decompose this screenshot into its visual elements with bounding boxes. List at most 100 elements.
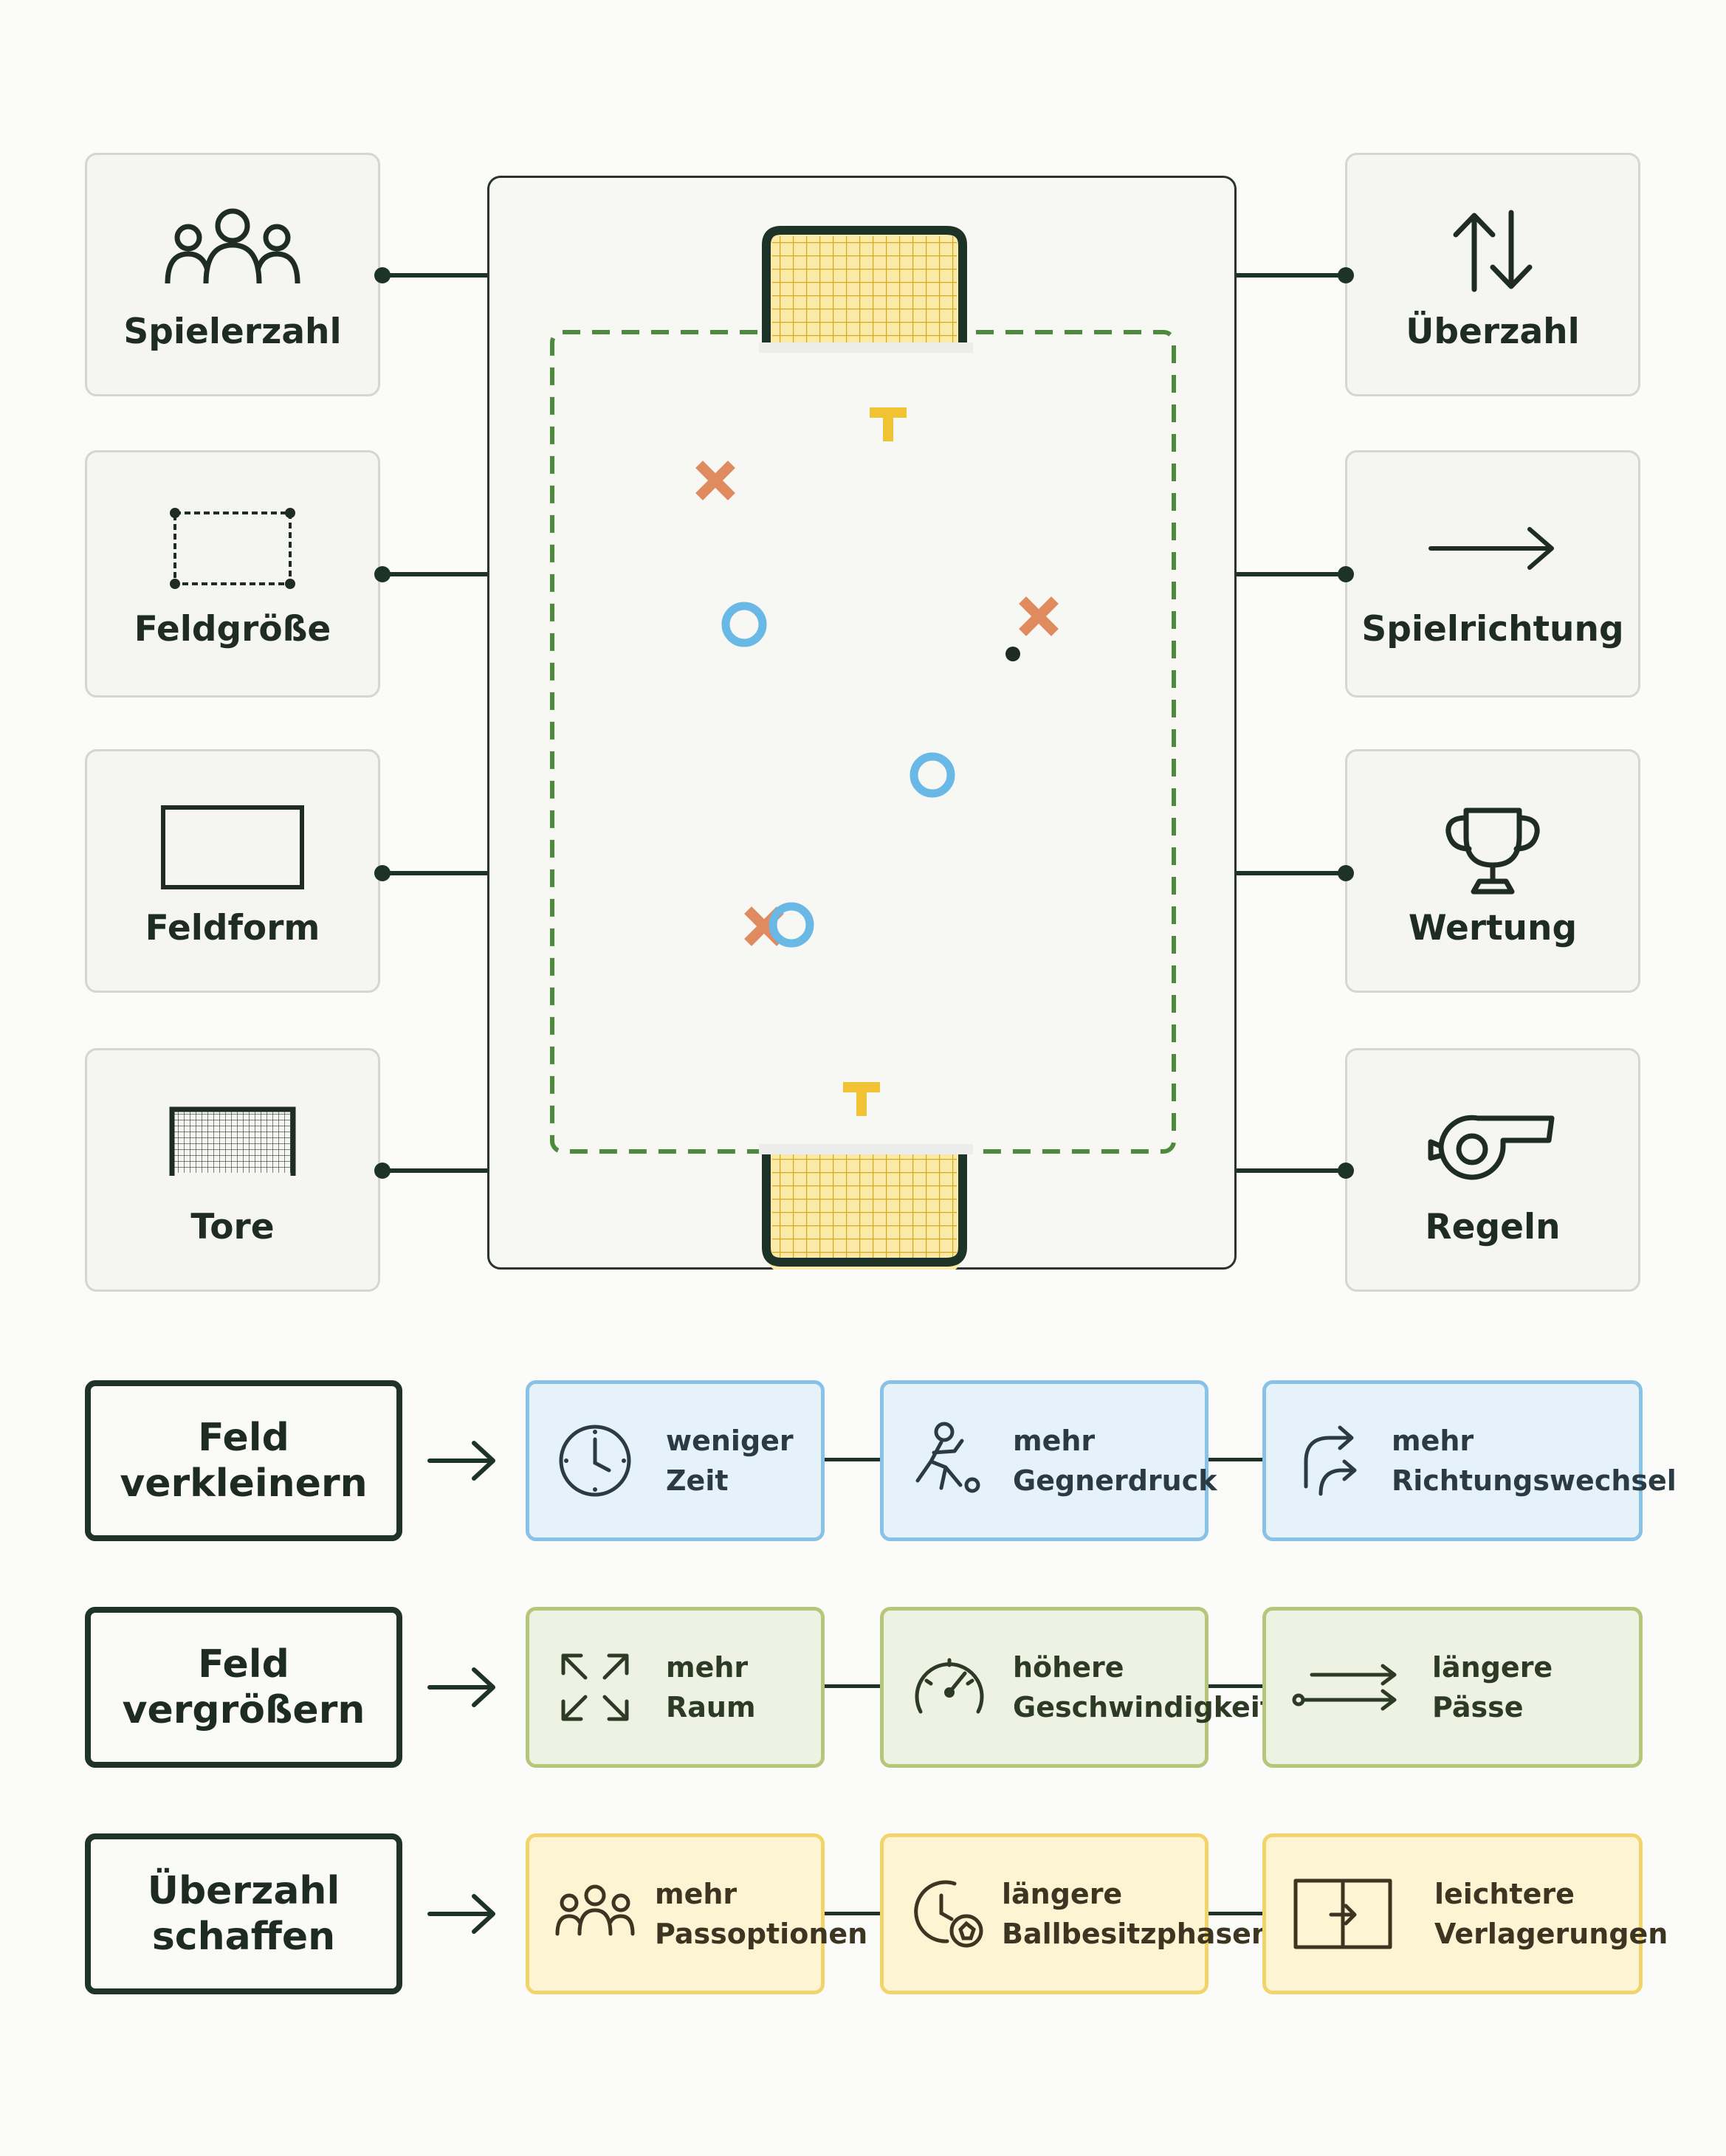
arrow-right-icon [427, 1894, 495, 1934]
effect-line: Geschwindigkeit [1013, 1691, 1273, 1723]
effect-line: mehr [655, 1878, 737, 1910]
factor-label: Feldgröße [134, 609, 331, 650]
clock-icon [559, 1425, 631, 1497]
effect-link [1206, 1458, 1266, 1461]
factor-tile-tore: Tore [85, 1048, 380, 1292]
factor-label: Überzahl [1406, 311, 1580, 352]
direction-arrow-icon [1347, 519, 1638, 581]
effect-text: mehr Raum [666, 1647, 756, 1727]
connector-line [1235, 572, 1346, 576]
effect-line: Pässe [1432, 1691, 1524, 1723]
effect-text: längere Ballbesitzphasen [1002, 1874, 1271, 1954]
factor-tile-ueberzahl: Überzahl [1345, 153, 1640, 396]
connector-line [382, 871, 489, 875]
arrow-right-icon [427, 1667, 495, 1707]
trophy-icon [1347, 803, 1638, 902]
ball [1005, 647, 1020, 661]
effect-line: längere [1002, 1878, 1123, 1910]
effect-line: Raum [666, 1691, 756, 1723]
source-line: verkleinern [120, 1461, 368, 1506]
long-pass-icon [1292, 1664, 1397, 1711]
effect-link [823, 1684, 884, 1688]
source-line: vergrößern [122, 1688, 365, 1732]
whistle-icon [1347, 1102, 1638, 1194]
effect-line: mehr [1013, 1425, 1096, 1457]
source-line: schaffen [151, 1915, 336, 1959]
circle-marker [721, 602, 767, 647]
effect-line: leichtere [1434, 1878, 1575, 1910]
connector-line [1235, 1168, 1346, 1173]
t-marker [870, 407, 907, 441]
effect-link [823, 1458, 884, 1461]
effect-line: Verlagerungen [1434, 1918, 1668, 1950]
effect-line: Passoptionen [655, 1918, 868, 1950]
effect-link [1206, 1912, 1266, 1915]
effect-link [1206, 1684, 1266, 1688]
effect-text: mehr Passoptionen [655, 1874, 867, 1954]
connector-dot [1338, 865, 1354, 881]
factor-tile-wertung: Wertung [1345, 749, 1640, 993]
source-box: Feld vergrößern [85, 1607, 402, 1768]
timer-ball-icon [914, 1880, 983, 1948]
bottom-goal [759, 1144, 973, 1270]
factor-tile-feldgroesse: Feldgröße [85, 450, 380, 698]
effect-line: Gegnerdruck [1013, 1464, 1217, 1497]
t-marker [843, 1082, 880, 1116]
factor-label: Tore [190, 1207, 275, 1247]
factor-label: Spielerzahl [123, 311, 342, 352]
effect-text: höhere Geschwindigkeit [1013, 1647, 1273, 1727]
expand-icon [561, 1653, 629, 1721]
cross-marker [695, 461, 735, 500]
connector-dot [1338, 1163, 1354, 1179]
turn-arrows-icon [1304, 1425, 1357, 1496]
connector-dot [374, 267, 391, 283]
goal-icon [87, 1102, 378, 1186]
effect-text: mehr Gegnerdruck [1013, 1421, 1217, 1501]
circle-marker [910, 752, 955, 798]
effect-line: mehr [1392, 1425, 1474, 1457]
effect-line: längere [1432, 1651, 1553, 1684]
factor-label: Spielrichtung [1361, 609, 1624, 650]
group-icon [555, 1884, 635, 1936]
effect-box: mehr Raum [526, 1607, 825, 1768]
factor-tile-regeln: Regeln [1345, 1048, 1640, 1292]
connector-dot [1338, 566, 1354, 582]
effect-text: weniger Zeit [666, 1421, 794, 1501]
factor-label: Regeln [1425, 1207, 1561, 1247]
effect-box: längere Pässe [1262, 1607, 1643, 1768]
effect-box: mehr Passoptionen [526, 1833, 867, 1994]
source-line: Feld [198, 1642, 289, 1687]
source-line: Überzahl [147, 1869, 340, 1913]
circle-marker [769, 902, 814, 948]
field-size-icon [87, 504, 378, 596]
effect-line: Ballbesitzphasen [1002, 1918, 1271, 1950]
up-down-arrows-icon [1347, 207, 1638, 298]
effect-box: mehr Richtungswechsel [1262, 1380, 1677, 1541]
effect-text: leichtere Verlagerungen [1434, 1874, 1668, 1954]
connector-line [382, 572, 489, 576]
connector-dot [1338, 267, 1354, 283]
arrow-right-icon [427, 1441, 495, 1481]
connector-dot [374, 1163, 391, 1179]
effect-box: mehr Gegnerdruck [880, 1380, 1217, 1541]
connector-dot [374, 865, 391, 881]
connector-line [1235, 273, 1346, 278]
effect-line: Richtungswechsel [1392, 1464, 1677, 1497]
effect-text: mehr Richtungswechsel [1392, 1421, 1677, 1501]
effect-line: höhere [1013, 1651, 1124, 1684]
factor-tile-spielrichtung: Spielrichtung [1345, 450, 1640, 698]
effect-line: mehr [666, 1651, 749, 1684]
connector-line [382, 1168, 489, 1173]
effect-box: leichtere Verlagerungen [1262, 1833, 1668, 1994]
source-box: Überzahl schaffen [85, 1833, 402, 1994]
effect-box: höhere Geschwindigkeit [880, 1607, 1273, 1768]
factor-tile-spielerzahl: Spielerzahl [85, 153, 380, 396]
effect-text: längere Pässe [1432, 1647, 1553, 1727]
connector-dot [374, 566, 391, 582]
source-line: Feld [198, 1416, 289, 1460]
pitch-boundary [550, 330, 1176, 1154]
factor-tile-feldform: Feldform [85, 749, 380, 993]
effect-box: weniger Zeit [526, 1380, 825, 1541]
top-goal [759, 226, 973, 353]
pitch-drawing [550, 226, 1176, 1270]
